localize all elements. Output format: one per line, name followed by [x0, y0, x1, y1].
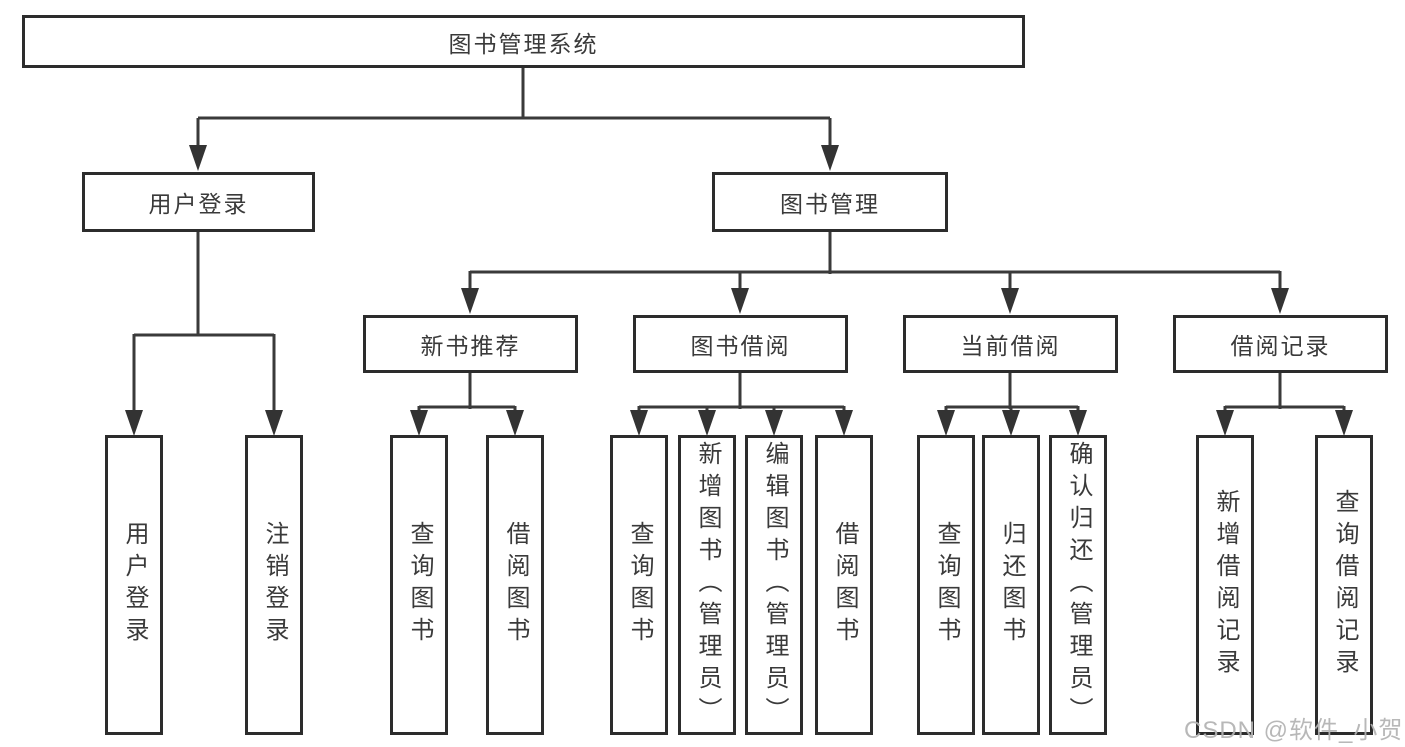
arrow-down-icon [1069, 410, 1087, 436]
node-user-login: 用户登录 [82, 172, 315, 232]
node-book-borrowing: 图书借阅 [633, 315, 848, 373]
node-label: 当前借阅 [960, 333, 1061, 359]
leaf-label: 注销登录 [261, 521, 288, 649]
arrow-down-icon [821, 145, 839, 171]
arrow-down-icon [265, 410, 283, 436]
leaf-add-books-admin: 新增图书（管理员） [678, 435, 736, 735]
node-root-label: 图书管理系统 [448, 30, 599, 57]
node-label: 新书推荐 [420, 333, 521, 359]
arrow-down-icon [125, 410, 143, 436]
arrow-down-icon [630, 410, 648, 436]
arrow-down-icon [731, 288, 749, 314]
arrow-down-icon [506, 410, 524, 436]
node-label: 用户登录 [148, 191, 249, 217]
arrow-down-icon [698, 410, 716, 436]
node-new-book-recommend: 新书推荐 [363, 315, 578, 373]
node-root: 图书管理系统 [22, 15, 1025, 68]
node-label: 图书管理 [780, 191, 880, 217]
leaf-user-login: 用户登录 [105, 435, 163, 735]
leaf-label: 新增借阅记录 [1212, 489, 1239, 681]
leaf-query-borrow-record: 查询借阅记录 [1315, 435, 1373, 735]
leaf-label: 查询借阅记录 [1331, 489, 1358, 681]
arrowhead-icons [125, 145, 1353, 436]
arrow-down-icon [1271, 288, 1289, 314]
leaf-label: 新增图书（管理员） [694, 441, 721, 729]
watermark: CSDN @软件_小贺同学 [1184, 717, 1405, 744]
leaf-query-books-borrowing: 查询图书 [610, 435, 668, 735]
leaf-confirm-return-admin: 确认归还（管理员） [1049, 435, 1107, 735]
arrow-down-icon [765, 410, 783, 436]
leaf-label: 归还图书 [998, 521, 1025, 649]
leaf-label: 确认归还（管理员） [1065, 441, 1092, 729]
arrow-down-icon [461, 288, 479, 314]
arrow-down-icon [410, 410, 428, 436]
node-label: 图书借阅 [690, 333, 791, 359]
arrow-down-icon [835, 410, 853, 436]
leaf-label: 查询图书 [626, 521, 653, 649]
node-current-borrowing: 当前借阅 [903, 315, 1118, 373]
arrow-down-icon [937, 410, 955, 436]
leaf-label: 编辑图书（管理员） [761, 441, 788, 729]
arrow-down-icon [1335, 410, 1353, 436]
leaf-query-books-current: 查询图书 [917, 435, 975, 735]
node-label: 借阅记录 [1230, 333, 1331, 359]
leaf-edit-books-admin: 编辑图书（管理员） [745, 435, 803, 735]
leaf-label: 查询图书 [406, 521, 433, 649]
arrow-down-icon [189, 145, 207, 171]
leaf-label: 用户登录 [121, 521, 148, 649]
node-borrowing-records: 借阅记录 [1173, 315, 1388, 373]
leaf-query-books-recommend: 查询图书 [390, 435, 448, 735]
arrow-down-icon [1001, 288, 1019, 314]
leaf-return-books: 归还图书 [982, 435, 1040, 735]
node-book-management: 图书管理 [712, 172, 948, 232]
leaf-logout: 注销登录 [245, 435, 303, 735]
leaf-label: 借阅图书 [502, 521, 529, 649]
leaf-borrow-books-recommend: 借阅图书 [486, 435, 544, 735]
leaf-label: 借阅图书 [831, 521, 858, 649]
leaf-label: 查询图书 [933, 521, 960, 649]
arrow-down-icon [1216, 410, 1234, 436]
leaf-add-borrow-record: 新增借阅记录 [1196, 435, 1254, 735]
leaf-borrow-books: 借阅图书 [815, 435, 873, 735]
arrow-down-icon [1002, 410, 1020, 436]
